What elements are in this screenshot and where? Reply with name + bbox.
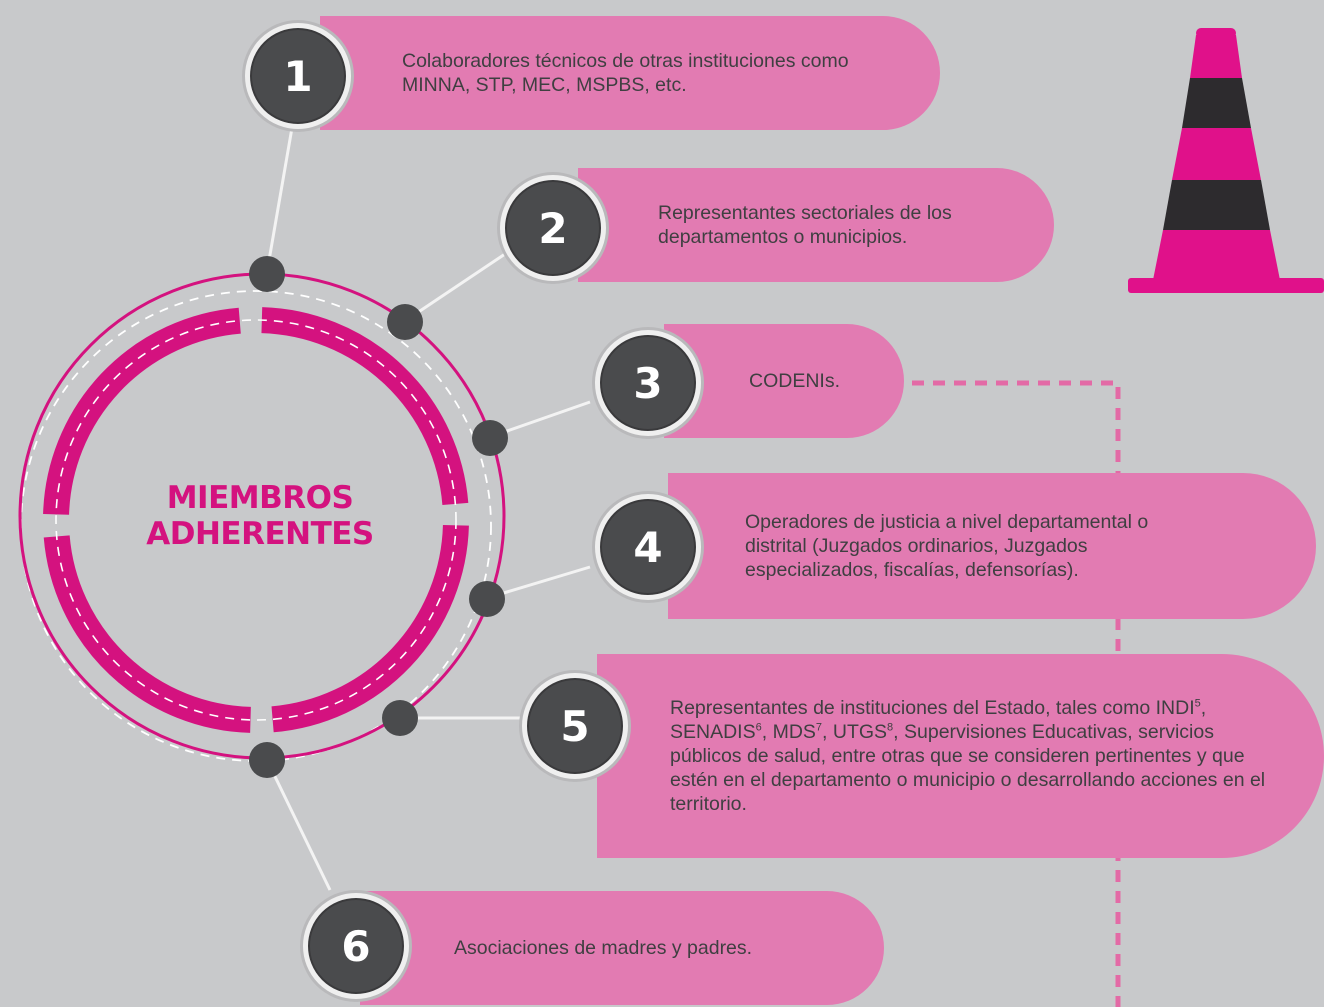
item-6-text: Asociaciones de madres y padres. bbox=[454, 937, 753, 959]
footnote-8: 8 bbox=[887, 721, 894, 734]
item-5-number-badge: 5 bbox=[522, 673, 628, 779]
dashed-guide-line bbox=[912, 380, 1121, 1007]
ring-node bbox=[249, 742, 285, 778]
center-title: MIEMBROS ADHERENTES bbox=[110, 480, 410, 552]
ring-node bbox=[469, 581, 505, 617]
footnote-6: 6 bbox=[755, 721, 762, 734]
ring-node bbox=[472, 420, 508, 456]
item-5-text-part4: , UTGS bbox=[822, 721, 888, 743]
ring-node bbox=[382, 700, 418, 736]
center-title-line1: MIEMBROS bbox=[166, 480, 354, 516]
item-1-number-badge: 1 bbox=[245, 23, 351, 129]
item-4-text: Operadores de justicia a nivel departame… bbox=[745, 511, 1149, 581]
item-5-text: Representantes de instituciones del Esta… bbox=[670, 696, 1270, 816]
item-5-text-part2: , SENADIS bbox=[670, 697, 1207, 743]
footnote-7: 7 bbox=[815, 721, 823, 734]
item-5-text-part1: Representantes de instituciones del Esta… bbox=[670, 697, 1195, 719]
item-1-box: Colaboradores técnicos de otras instituc… bbox=[320, 16, 940, 130]
center-title-line2: ADHERENTES bbox=[146, 516, 374, 552]
traffic-cone-icon bbox=[1128, 28, 1324, 293]
item-3-number-badge: 3 bbox=[595, 330, 701, 436]
footnote-5: 5 bbox=[1194, 697, 1201, 710]
item-3-box: CODENIs. bbox=[664, 324, 904, 438]
item-3-text: CODENIs. bbox=[749, 370, 841, 392]
item-1-text: Colaboradores técnicos de otras instituc… bbox=[402, 50, 849, 96]
item-5-text-part3: , MDS bbox=[761, 721, 816, 743]
ring-nodes bbox=[249, 256, 508, 778]
item-6-number-badge: 6 bbox=[303, 893, 409, 999]
item-4-number-badge: 4 bbox=[595, 494, 701, 600]
item-5-text-part5: , Supervisiones Educativas, servicios pú… bbox=[670, 721, 1266, 815]
ring-node bbox=[387, 304, 423, 340]
item-6-box: Asociaciones de madres y padres. bbox=[360, 891, 884, 1005]
item-4-box: Operadores de justicia a nivel departame… bbox=[668, 473, 1316, 619]
connector-lines bbox=[265, 121, 591, 891]
ring-node bbox=[249, 256, 285, 292]
item-2-text: Representantes sectoriales de los depart… bbox=[658, 202, 952, 248]
item-5-box: Representantes de instituciones del Esta… bbox=[597, 654, 1324, 858]
item-2-box: Representantes sectoriales de los depart… bbox=[578, 168, 1054, 282]
item-2-number-badge: 2 bbox=[500, 175, 606, 281]
thick-magenta-ring bbox=[43, 307, 469, 733]
